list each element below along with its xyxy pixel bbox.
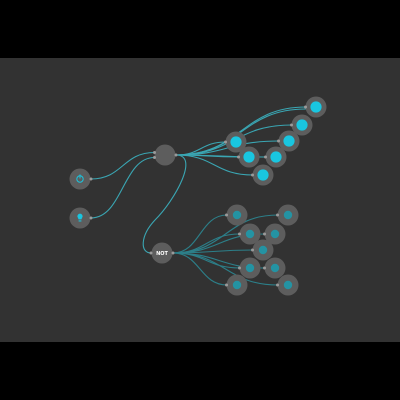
indicator-off-icon [232, 210, 242, 220]
indicator-on-icon [243, 151, 255, 163]
top-output-node-7[interactable] [251, 164, 274, 186]
input-port[interactable] [277, 139, 280, 143]
indicator-off-icon [270, 229, 280, 239]
top-output-node-3[interactable] [277, 130, 300, 152]
not-gate-body[interactable] [151, 242, 173, 264]
bottom-output-node-3[interactable] [238, 223, 261, 245]
indicator-off-icon [258, 245, 268, 255]
bottom-output-node-5[interactable] [251, 239, 274, 261]
indicator-off-icon [232, 280, 242, 290]
indicator-off-icon [283, 280, 293, 290]
input-port[interactable] [263, 266, 266, 270]
output-port[interactable] [89, 177, 93, 181]
wire-light-to-hub [90, 156, 156, 219]
bottom-output-node-8[interactable] [225, 274, 248, 296]
indicator-on-icon [310, 101, 322, 113]
wire-not-to-output-8 [172, 252, 228, 286]
indicator-on-icon [230, 136, 242, 148]
light-source-node[interactable] [69, 207, 93, 229]
input-port[interactable] [225, 213, 228, 217]
not-gate-node[interactable]: NOT [149, 242, 175, 264]
input-port[interactable] [149, 251, 153, 255]
output-port[interactable] [171, 251, 175, 255]
input-port[interactable] [251, 173, 254, 177]
output-port[interactable] [89, 216, 93, 220]
input-port[interactable] [251, 248, 254, 252]
input-port-a[interactable] [153, 151, 156, 154]
indicator-off-icon [283, 210, 293, 220]
input-port[interactable] [238, 232, 241, 236]
top-output-node-2[interactable] [290, 114, 313, 136]
input-port[interactable] [276, 283, 279, 287]
input-port[interactable] [238, 266, 241, 270]
input-port[interactable] [276, 213, 279, 217]
input-port[interactable] [290, 123, 293, 127]
bottom-output-node-7[interactable] [263, 257, 286, 279]
top-output-node-4[interactable] [224, 131, 247, 153]
bottom-output-node-1[interactable] [225, 204, 248, 226]
input-port[interactable] [224, 140, 227, 144]
hub-top-body[interactable] [154, 144, 176, 166]
power-source-body[interactable] [69, 168, 91, 190]
indicator-on-icon [257, 169, 269, 181]
wire-hub-to-not [142, 154, 187, 254]
wire-not-to-output-9 [172, 252, 279, 286]
input-port[interactable] [225, 283, 228, 287]
lightbulb-base [78, 220, 82, 222]
wire-hub-to-output-7 [175, 154, 254, 176]
graph-canvas [0, 58, 400, 342]
bottom-output-node-6[interactable] [238, 257, 261, 279]
indicator-on-icon [283, 135, 295, 147]
bottom-output-node-4[interactable] [263, 223, 286, 245]
power-source-node[interactable] [69, 168, 93, 190]
input-port[interactable] [263, 232, 266, 236]
output-group-top [224, 96, 327, 186]
wire-not-to-output-1 [172, 214, 228, 254]
indicator-on-icon [296, 119, 308, 131]
top-output-node-1[interactable] [304, 96, 327, 118]
top-output-node-6[interactable] [264, 146, 287, 168]
input-port[interactable] [264, 155, 267, 159]
indicator-off-icon [270, 263, 280, 273]
output-group-bottom [225, 204, 299, 296]
lightbulb-icon [77, 213, 83, 220]
indicator-off-icon [245, 229, 255, 239]
bottom-output-node-9[interactable] [276, 274, 299, 296]
not-gate-label: NOT [156, 251, 168, 257]
input-port-b[interactable] [153, 156, 156, 159]
input-port[interactable] [237, 155, 240, 159]
graph-nodes: NOT [69, 96, 327, 296]
hub-top-node[interactable] [153, 144, 178, 166]
connection-wires [90, 106, 307, 286]
wire-power-to-hub [90, 151, 156, 180]
indicator-on-icon [270, 151, 282, 163]
top-output-node-5[interactable] [237, 146, 260, 168]
indicator-off-icon [245, 263, 255, 273]
output-port[interactable] [174, 153, 178, 157]
input-port[interactable] [304, 105, 307, 109]
bottom-output-node-2[interactable] [276, 204, 299, 226]
